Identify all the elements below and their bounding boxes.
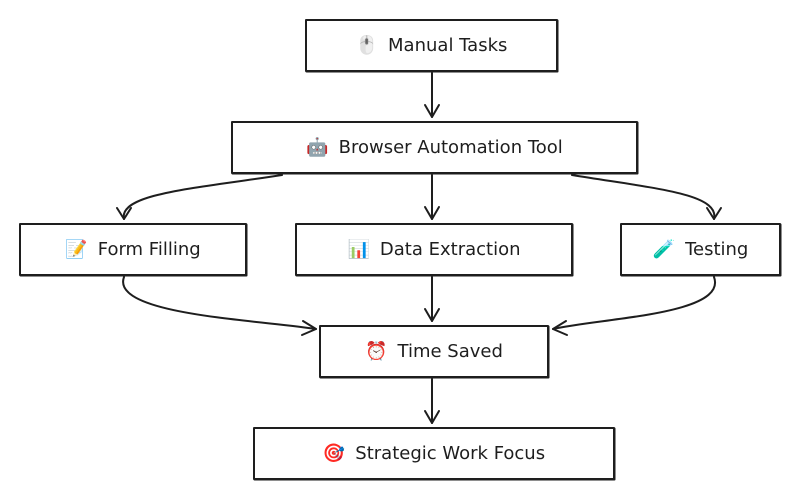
edge-data-to-time	[424, 276, 440, 322]
edge-tool-to-data	[424, 174, 440, 220]
robot-icon: 🤖	[306, 137, 329, 158]
node-browser-automation-tool: 🤖 Browser Automation Tool	[231, 121, 638, 174]
node-form-filling: 📝 Form Filling	[19, 223, 247, 276]
edge-form-to-time	[122, 276, 317, 336]
node-time-saved-label: Time Saved	[397, 341, 503, 362]
node-browser-automation-tool-label: Browser Automation Tool	[338, 137, 563, 158]
alarm-clock-icon: ⏰	[365, 341, 388, 362]
node-testing-label: Testing	[685, 239, 749, 260]
edge-testing-to-time	[552, 276, 716, 336]
node-time-saved: ⏰ Time Saved	[319, 325, 549, 378]
edge-tool-to-testing	[571, 174, 722, 220]
node-manual-tasks-label: Manual Tasks	[388, 35, 508, 56]
node-strategic-work-focus: 🎯 Strategic Work Focus	[253, 427, 615, 480]
edge-manual-to-tool	[424, 72, 440, 118]
node-form-filling-label: Form Filling	[97, 239, 201, 260]
target-icon: 🎯	[322, 443, 346, 464]
node-strategic-work-focus-label: Strategic Work Focus	[355, 443, 546, 464]
memo-icon: 📝	[65, 239, 88, 260]
node-data-extraction-label: Data Extraction	[379, 239, 521, 260]
node-data-extraction: 📊 Data Extraction	[295, 223, 573, 276]
edge-time-to-focus	[424, 378, 440, 424]
bar-chart-icon: 📊	[347, 239, 370, 260]
edge-tool-to-form	[116, 174, 283, 220]
test-tube-icon: 🧪	[652, 239, 676, 260]
mouse-icon: 🖱️	[355, 35, 379, 56]
node-manual-tasks: 🖱️ Manual Tasks	[305, 19, 558, 72]
node-testing: 🧪 Testing	[620, 223, 781, 276]
